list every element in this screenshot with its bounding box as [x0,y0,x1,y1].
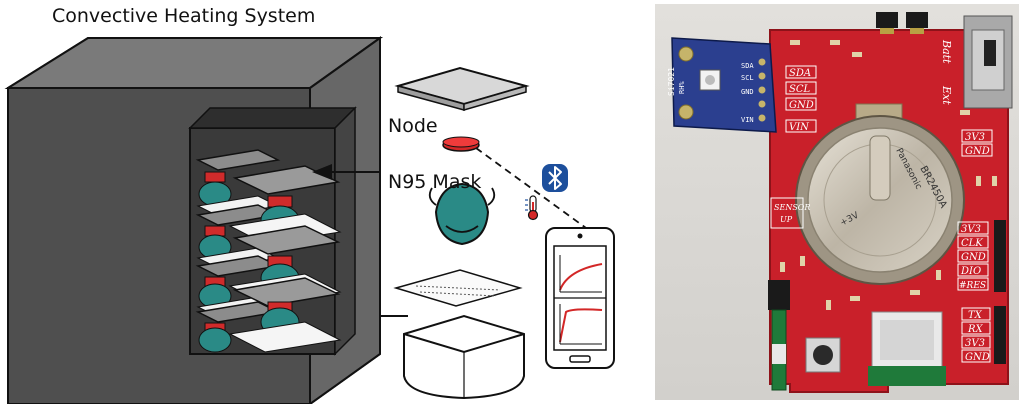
sensor-pin-vin: VIN [741,116,754,124]
node-label: Node [388,115,438,137]
right-mid-label-3v3: 3V3 [961,224,981,235]
filter-sheet [393,269,523,307]
smd-components [780,40,997,310]
right-bottom-label-rx: RX [967,324,984,335]
assembly-arrow [312,164,408,317]
wireless-link [475,147,587,229]
sensor-pin-gnd: GND [741,88,754,96]
smartphone-icon [545,227,615,369]
rear-column-masks [195,149,281,353]
front-column-masks [228,165,342,353]
jumper-header-2 [906,12,928,28]
jumper-header-1 [876,12,898,28]
switch-label-ext: Ext [940,85,953,105]
exploded-view: Node N95 Mask [388,66,615,400]
left-label-gnd: GND [789,100,814,111]
right-pin-header [994,220,1006,364]
switch-label-batt: Batt [940,39,953,64]
push-button [805,337,841,373]
left-label-sda: SDA [789,68,811,79]
right-mid-label-gnd: GND [961,252,986,263]
right-bottom-label-tx: TX [968,310,983,321]
n95-mask-icon [428,182,496,246]
right-bottom-label-3v3: 3V3 [965,338,985,349]
right-top-label-gnd: GND [965,146,990,157]
small-header [768,280,790,310]
right-mid-pin-labels: 3V3 CLK GND DIO #RES [957,221,989,291]
bluetooth-icon [542,164,568,192]
right-bottom-label-gnd: GND [965,352,990,363]
left-pin-labels: SDA SCL GND VIN [785,65,817,133]
right-bottom-pin-labels: TX RX 3V3 GND [961,307,991,363]
sensor-up-marking: SENSOR UP [770,197,810,229]
left-label-scl: SCL [789,84,811,95]
mask-label: N95 Mask [388,171,481,193]
right-mid-label-res: #RES [959,281,986,291]
right-mid-label-dio: DIO [960,266,981,277]
thermometer-icon [525,195,539,221]
right-top-pin-labels: 3V3 GND [961,129,993,157]
sensor-breakout-board [671,37,777,133]
heating-box [4,36,384,404]
node-puck [442,136,480,152]
coin-cell-battery [795,103,965,285]
diagram-title: Convective Heating System [52,5,315,27]
pcb-photo: Batt Ext Si7021 RH% SDA SCL GND VIN SDA [655,4,1019,400]
ble-module [868,311,946,386]
sensor-pin-sda: SDA [741,62,754,70]
mask-container [403,314,525,400]
sensor-up-line-2: UP [780,215,793,224]
sensor-rh-label: RH% [678,81,686,94]
left-label-vin: VIN [789,122,810,133]
right-mid-label-clk: CLK [961,238,983,249]
right-top-label-3v3: 3V3 [965,132,985,143]
slide-switch [963,15,1013,109]
sensor-model-label: Si7021 [667,67,676,96]
sensor-pin-scl: SCL [741,74,754,82]
sensor-up-line-1: SENSOR [774,203,810,212]
